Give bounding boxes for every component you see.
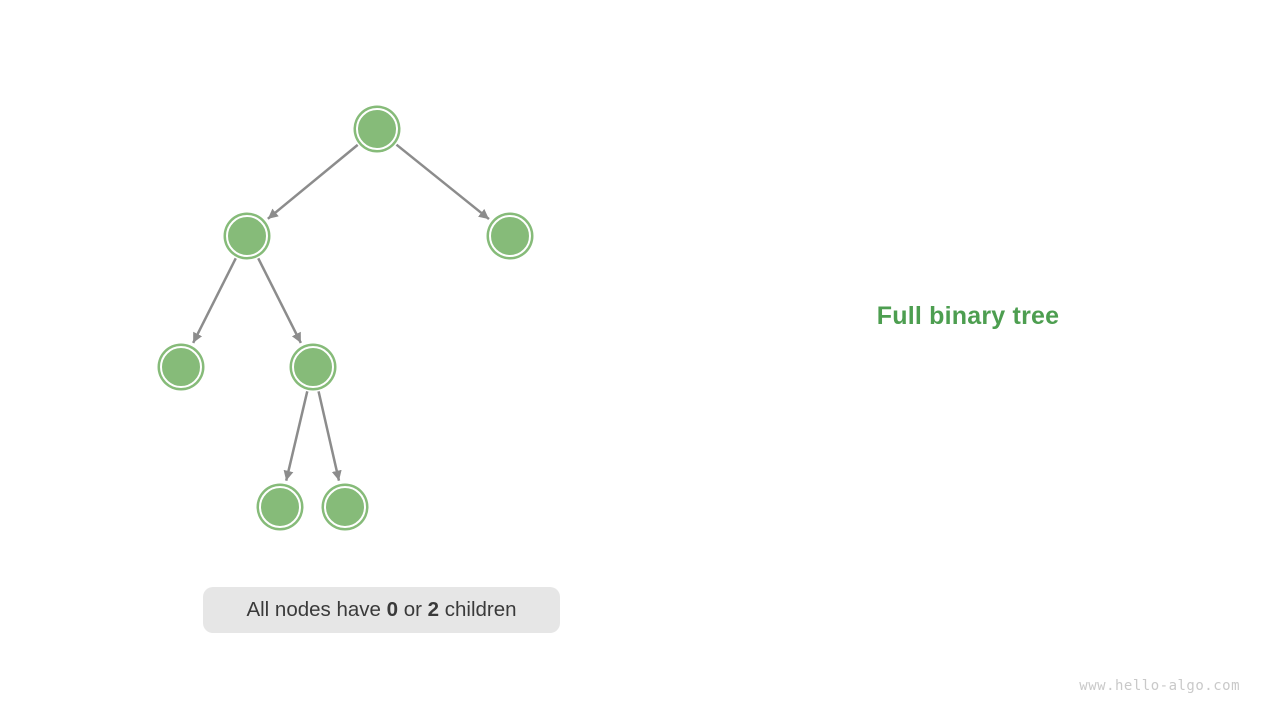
- caption-box: All nodes have 0 or 2 children: [203, 587, 560, 633]
- tree-node-left-left: [160, 346, 202, 388]
- tree-edge-left-right-to-lr-left: [283, 391, 309, 482]
- tree-node-lr-right: [324, 486, 366, 528]
- caption-text: children: [439, 598, 517, 621]
- caption-text: All nodes have: [246, 598, 387, 621]
- tree-edge-left-to-left-right: [257, 257, 302, 344]
- watermark: www.hello-algo.com: [1079, 678, 1240, 694]
- caption-bold-two: 2: [427, 598, 440, 621]
- tree-edge-root-to-right: [395, 143, 490, 221]
- tree-node-root: [356, 108, 398, 150]
- caption-text: or: [398, 598, 428, 621]
- tree-edge-left-right-to-lr-right: [317, 391, 342, 481]
- caption-bold-zero: 0: [386, 598, 399, 621]
- tree-node-lr-left: [259, 486, 301, 528]
- tree-node-right: [489, 215, 531, 257]
- diagram-title: Full binary tree: [876, 302, 1060, 330]
- tree-edge-left-to-left-left: [192, 257, 237, 344]
- tree-node-left: [226, 215, 268, 257]
- tree-edge-root-to-left: [267, 143, 359, 220]
- tree-node-left-right: [292, 346, 334, 388]
